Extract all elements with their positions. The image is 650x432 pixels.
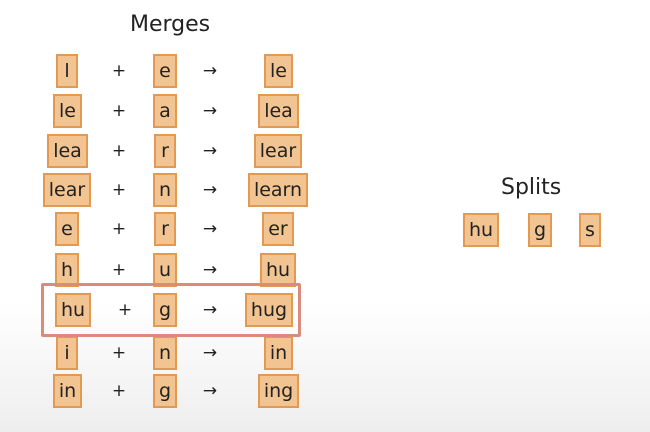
arrow-icon: → <box>202 343 218 363</box>
merge-result-token: lear <box>254 134 302 168</box>
plus-symbol: + <box>111 260 127 280</box>
split-token: s <box>579 213 601 247</box>
arrow-icon: → <box>202 61 218 81</box>
merge-right-token: a <box>153 94 177 128</box>
arrow-icon: → <box>202 141 218 161</box>
merge-right-token: e <box>153 54 177 88</box>
plus-symbol: + <box>117 300 133 320</box>
highlighted-merge-row-frame <box>41 283 301 337</box>
merge-left-token: in <box>53 374 82 408</box>
arrow-icon: → <box>202 260 218 280</box>
merge-left-token: e <box>55 212 79 246</box>
plus-symbol: + <box>111 343 127 363</box>
merge-result-token: lea <box>258 94 299 128</box>
plus-symbol: + <box>111 101 127 121</box>
arrow-icon: → <box>202 300 218 320</box>
plus-symbol: + <box>111 180 127 200</box>
plus-symbol: + <box>111 61 127 81</box>
merge-left-token: l <box>56 54 78 88</box>
merge-result-token: hu <box>260 253 296 287</box>
merge-left-token: h <box>55 253 79 287</box>
plus-symbol: + <box>111 381 127 401</box>
arrow-icon: → <box>202 219 218 239</box>
merge-result-token: le <box>264 54 293 88</box>
merge-result-token: learn <box>248 173 308 207</box>
splits-title: Splits <box>501 175 562 200</box>
merge-right-token: n <box>153 173 177 207</box>
merge-result-token: in <box>264 336 293 370</box>
merge-left-token: hu <box>55 293 91 327</box>
split-token: g <box>528 213 552 247</box>
merge-right-token: n <box>153 336 177 370</box>
arrow-icon: → <box>202 180 218 200</box>
split-token: hu <box>463 213 499 247</box>
merge-right-token: u <box>153 253 177 287</box>
merge-left-token: lea <box>47 134 88 168</box>
merge-result-token: hug <box>245 293 293 327</box>
merge-left-token: lear <box>43 173 91 207</box>
merge-result-token: er <box>262 212 294 246</box>
merge-left-token: le <box>53 94 82 128</box>
plus-symbol: + <box>111 141 127 161</box>
merge-right-token: g <box>153 374 177 408</box>
merges-title: Merges <box>130 12 211 37</box>
arrow-icon: → <box>202 101 218 121</box>
arrow-icon: → <box>202 381 218 401</box>
plus-symbol: + <box>111 219 127 239</box>
merge-right-token: r <box>154 134 176 168</box>
merge-right-token: r <box>154 212 176 246</box>
merge-left-token: i <box>56 336 78 370</box>
merge-right-token: g <box>153 293 177 327</box>
merge-result-token: ing <box>258 374 299 408</box>
